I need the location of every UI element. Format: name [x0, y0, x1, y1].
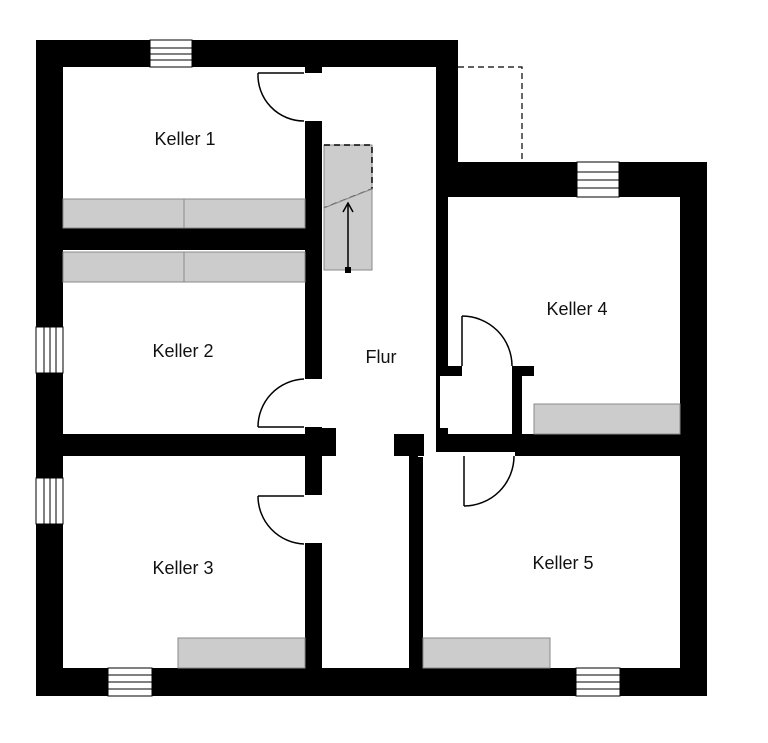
shelf-keller-3 [177, 637, 306, 669]
stairs-arrow-start [345, 267, 351, 273]
door-jamb-left [440, 366, 462, 376]
room-label-keller-5: Keller 5 [532, 553, 593, 573]
door-opening-keller-5 [418, 452, 515, 457]
door-opening-keller-1 [304, 73, 323, 121]
door-swing-icon [257, 378, 305, 428]
door-swing-icon [257, 495, 305, 545]
stairs-arrow-head [342, 201, 354, 213]
exterior-dashed-outline [458, 66, 523, 162]
window-icon [35, 477, 64, 525]
stairs-outline-dashed [323, 144, 373, 209]
room-label-flur: Flur [366, 347, 397, 367]
room-label-keller-4: Keller 4 [546, 299, 607, 319]
door-post-right [512, 366, 522, 436]
door-swing-icon [461, 315, 513, 367]
room-label-keller-1: Keller 1 [154, 129, 215, 149]
stairs-icon [323, 144, 373, 273]
keller-3-wall-stub [305, 428, 336, 456]
window-icon [575, 667, 621, 697]
door-jamb-right [512, 366, 534, 376]
door-opening-keller-2 [304, 379, 323, 427]
window-icon [576, 161, 620, 198]
window-icon [149, 39, 193, 68]
window-icon [35, 326, 64, 374]
room-floor-keller-5 [423, 456, 680, 668]
corridor-floor-lower [322, 440, 409, 668]
corridor-wall-stub [394, 434, 424, 456]
corridor-opening [336, 432, 394, 458]
window-icon [107, 667, 153, 697]
room-floor-keller-3 [63, 456, 305, 668]
shelf-keller-4 [533, 403, 681, 435]
room-label-keller-3: Keller 3 [152, 558, 213, 578]
shelf-keller-5 [422, 637, 551, 669]
door-swing-icon [463, 455, 515, 507]
door-opening-keller-4 [440, 374, 522, 429]
door-swing-icon [257, 72, 305, 122]
door-post-small [436, 428, 448, 438]
door-opening-keller-3 [304, 495, 323, 543]
room-label-keller-2: Keller 2 [152, 341, 213, 361]
